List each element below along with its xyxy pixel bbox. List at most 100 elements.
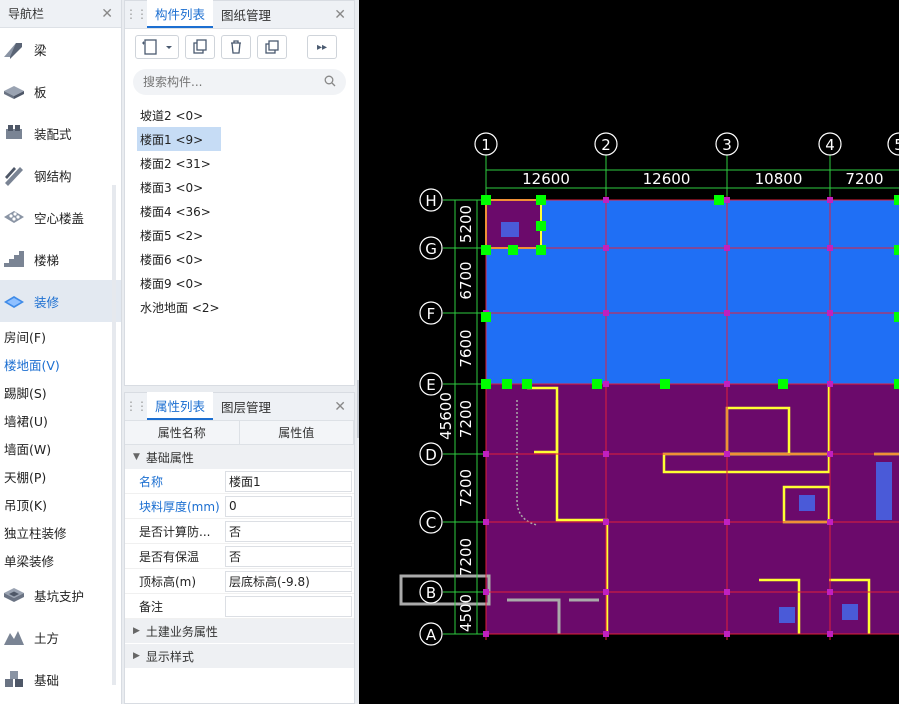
- nav-sub-item[interactable]: 房间(F): [4, 329, 46, 345]
- cad-drawing[interactable]: 123451260012600108007200HGFEDCBA52006700…: [359, 0, 899, 704]
- property-value-input[interactable]: [225, 595, 352, 617]
- nav-scrollbar[interactable]: [112, 185, 116, 685]
- selection-handle: [536, 245, 546, 255]
- property-key: 顶标高(m): [139, 574, 197, 589]
- axis-bubble: [419, 236, 443, 260]
- dimension-label: 7200: [457, 538, 475, 576]
- group-display[interactable]: ▶ 显示样式: [125, 644, 354, 668]
- property-value-input[interactable]: 楼面1: [225, 470, 352, 492]
- nav-sub-item[interactable]: 楼地面(V): [4, 357, 60, 373]
- axis-bubble: [715, 132, 739, 156]
- property-value-input[interactable]: 否: [225, 545, 352, 567]
- drag-grip-icon[interactable]: ⋮⋮: [125, 7, 148, 21]
- property-value-input[interactable]: 0: [225, 495, 352, 517]
- component-list-item[interactable]: 楼面9 <0>: [140, 276, 204, 291]
- purple-floor-area: [486, 384, 899, 634]
- new-component-button[interactable]: [135, 35, 179, 59]
- nav-sub-item[interactable]: 单梁装修: [4, 553, 55, 569]
- grid-node: [603, 310, 609, 316]
- component-panel-close-icon[interactable]: ✕: [334, 7, 346, 23]
- axis-bubble: [419, 301, 443, 325]
- component-list-item[interactable]: 楼面5 <2>: [140, 228, 204, 243]
- property-row: 名称楼面1: [125, 469, 354, 494]
- grid-node: [827, 589, 833, 595]
- search-input[interactable]: [143, 75, 303, 89]
- axis-label: 1: [481, 136, 491, 154]
- steel-structure-icon: [2, 163, 26, 187]
- component-list-item[interactable]: 楼面3 <0>: [140, 180, 204, 195]
- component-list-item[interactable]: 水池地面 <2>: [140, 300, 220, 315]
- nav-item-pit-support[interactable]: 基坑支护: [0, 574, 121, 616]
- copy-button[interactable]: [185, 35, 215, 59]
- decoration-icon: [2, 289, 26, 313]
- nav-item-prefab[interactable]: 装配式: [0, 112, 121, 154]
- component-list-item[interactable]: 楼面2 <31>: [140, 156, 211, 171]
- nav-sub-item[interactable]: 吊顶(K): [4, 497, 47, 513]
- beam-icon: [2, 37, 26, 61]
- tab-layer-management[interactable]: 图层管理: [221, 399, 272, 415]
- grid-node: [603, 451, 609, 457]
- earthwork-icon: [2, 625, 26, 649]
- group-civil[interactable]: ▶ 土建业务属性: [125, 619, 354, 643]
- property-value-input[interactable]: 否: [225, 520, 352, 542]
- nav-item-hollow-floor[interactable]: 空心楼盖: [0, 196, 121, 238]
- component-list-item[interactable]: 楼面1 <9>: [137, 127, 221, 151]
- grid-node: [603, 381, 609, 387]
- nav-item-foundation[interactable]: 基础: [0, 658, 121, 700]
- more-button[interactable]: ▸▸: [307, 35, 337, 59]
- drag-grip-icon[interactable]: ⋮⋮: [125, 399, 148, 413]
- nav-item-stairs[interactable]: 楼梯: [0, 238, 121, 280]
- prefab-icon: [2, 121, 26, 145]
- tab-component-list[interactable]: 构件列表: [147, 0, 214, 28]
- grid-node: [724, 197, 730, 203]
- nav-item-earthwork[interactable]: 土方: [0, 616, 121, 658]
- group-basic-label: 基础属性: [145, 450, 194, 465]
- component-list-item[interactable]: 坡道2 <0>: [140, 108, 204, 123]
- copy-to-floor-button[interactable]: [257, 35, 287, 59]
- double-arrow-icon: ▸▸: [316, 41, 328, 53]
- foundation-icon: [2, 667, 26, 691]
- tab-drawing-management[interactable]: 图纸管理: [221, 7, 272, 23]
- component-panel: ⋮⋮ 构件列表 图纸管理 ✕ ▸▸: [124, 0, 355, 386]
- grid-node: [827, 197, 833, 203]
- component-list-item[interactable]: 楼面6 <0>: [140, 252, 204, 267]
- tab-property-list[interactable]: 属性列表: [147, 392, 214, 420]
- drawing-canvas[interactable]: 123451260012600108007200HGFEDCBA52006700…: [359, 0, 899, 704]
- dimension-label: 12600: [522, 170, 570, 188]
- dimension-label: 7200: [457, 469, 475, 507]
- nav-sub-item[interactable]: 墙裙(U): [4, 413, 48, 429]
- property-header: 属性名称 属性值: [125, 421, 354, 445]
- nav-close-icon[interactable]: ✕: [101, 5, 113, 22]
- property-panel-close-icon[interactable]: ✕: [334, 399, 346, 415]
- delete-button[interactable]: [221, 35, 251, 59]
- component-search: [133, 69, 346, 95]
- property-key: 备注: [139, 599, 164, 614]
- group-basic[interactable]: ▼ 基础属性: [125, 445, 354, 469]
- axis-bubble: [419, 372, 443, 396]
- nav-item-decoration[interactable]: 装修: [0, 280, 121, 322]
- nav-item-beam[interactable]: 梁: [0, 28, 121, 70]
- total-dimension-label: 45600: [437, 392, 455, 440]
- property-value-input[interactable]: 层底标高(-9.8): [225, 570, 352, 592]
- component-list-item[interactable]: 楼面4 <36>: [140, 204, 211, 219]
- nav-sub-item[interactable]: 踢脚(S): [4, 385, 47, 401]
- nav-sub-item[interactable]: 墙面(W): [4, 441, 52, 457]
- nav-header: 导航栏 ✕: [0, 0, 121, 28]
- property-row: 顶标高(m) 层底标高(-9.8): [125, 569, 354, 594]
- nav-sub-item[interactable]: 天棚(P): [4, 469, 47, 485]
- nav-item-steel-structure[interactable]: 钢结构: [0, 154, 121, 196]
- property-row: 备注: [125, 594, 354, 619]
- selection-handle: [481, 379, 491, 389]
- cad-wall: [829, 578, 871, 634]
- dimension-label: 4500: [457, 594, 475, 632]
- dimension-label: 7200: [845, 170, 883, 188]
- cad-block: [779, 607, 795, 623]
- dimension-label: 7600: [457, 329, 475, 367]
- axis-bubble: [818, 132, 842, 156]
- selection-handle: [592, 379, 602, 389]
- nav-item-slab[interactable]: 板: [0, 70, 121, 112]
- nav-sub-item[interactable]: 独立柱装修: [4, 525, 67, 541]
- search-icon[interactable]: [324, 75, 336, 90]
- axis-label: A: [426, 626, 437, 644]
